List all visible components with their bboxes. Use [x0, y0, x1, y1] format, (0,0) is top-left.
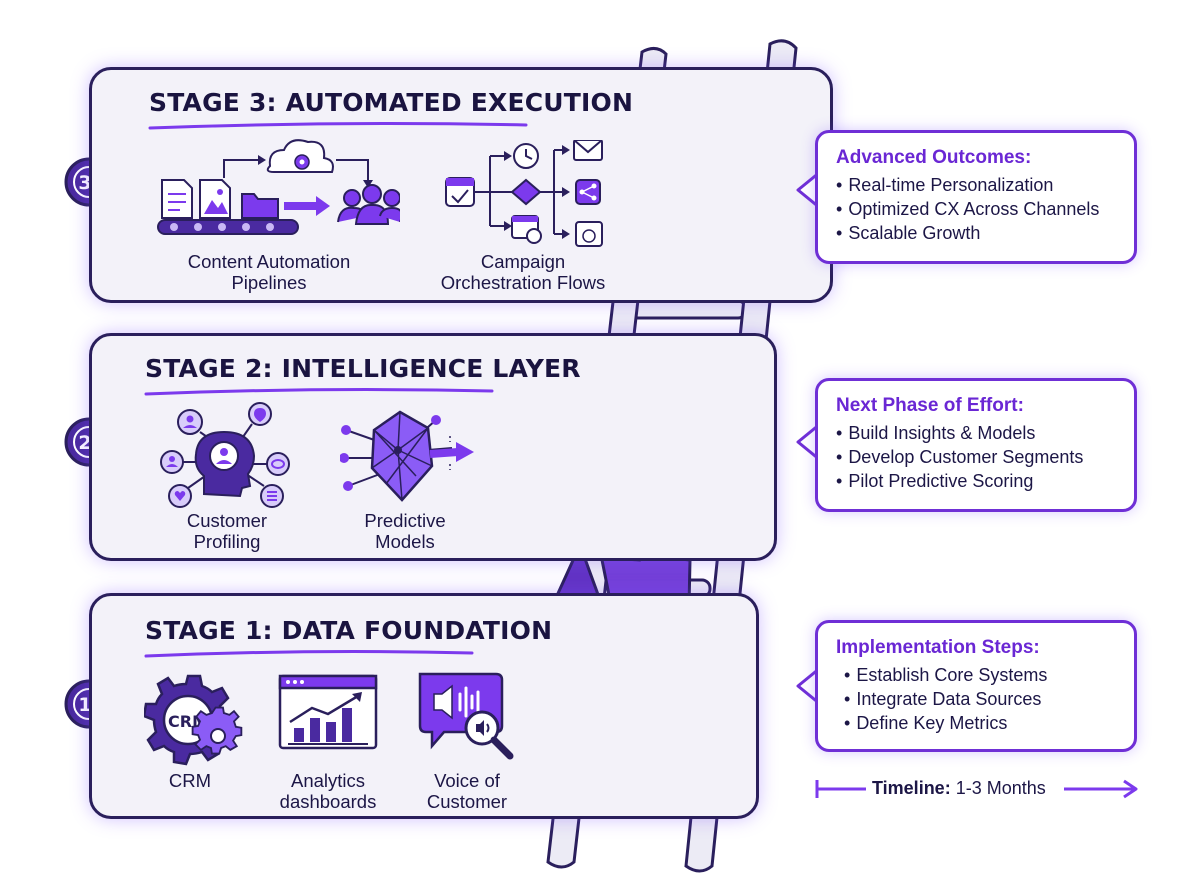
- callout-1-pointer: [796, 170, 820, 210]
- stage-2-title: STAGE 2: INTELLIGENCE LAYER: [145, 354, 581, 383]
- stage-3-panel: STAGE 3: AUTOMATED EXECUTION: [89, 67, 833, 303]
- content-pipeline-icon: [157, 139, 400, 235]
- stage-1-badge-number: 1: [78, 694, 91, 716]
- callout-1-title: Advanced Outcomes:: [836, 147, 1032, 168]
- voice-of-customer-icon: [418, 672, 514, 760]
- stage-3-title: STAGE 3: AUTOMATED EXECUTION: [149, 88, 634, 117]
- callout-1-bullet: Real-time Personalization: [836, 173, 1118, 197]
- stage-1-item-1-label: CRM: [168, 770, 212, 791]
- callout-next-phase: Next Phase of Effort: Build Insights & M…: [815, 378, 1137, 512]
- customer-profile-icon: [160, 402, 290, 508]
- callout-3-pointer: [796, 666, 820, 706]
- callout-1-bullet: Scalable Growth: [836, 221, 1118, 245]
- stage-1-title: STAGE 1: DATA FOUNDATION: [145, 616, 553, 645]
- callout-advanced-outcomes: Advanced Outcomes: Real-time Personaliza…: [815, 130, 1137, 264]
- analytics-dashboard-icon: [278, 674, 378, 750]
- callout-2-pointer: [796, 422, 820, 462]
- crm-gear-icon: CRM: [144, 674, 243, 766]
- stage-3-underline: [148, 122, 528, 130]
- callout-1-bullet: Optimized CX Across Channels: [836, 197, 1118, 221]
- callout-2-bullet: Develop Customer Segments: [836, 445, 1118, 469]
- callout-3-bullet: Define Key Metrics: [844, 711, 1118, 735]
- predictive-model-icon: [340, 410, 474, 502]
- callout-3-list: Establish Core Systems Integrate Data So…: [836, 663, 1118, 735]
- stage-2-badge-number: 2: [78, 432, 91, 454]
- timeline-label: Timeline:: [872, 778, 951, 798]
- stage-1-panel: STAGE 1: DATA FOUNDATION CRM CRM Analyti…: [89, 593, 759, 819]
- callout-2-list: Build Insights & Models Develop Customer…: [836, 421, 1118, 493]
- callout-implementation-steps: Implementation Steps: Establish Core Sys…: [815, 620, 1137, 752]
- callout-2-bullet: Build Insights & Models: [836, 421, 1118, 445]
- callout-2-bullet: Pilot Predictive Scoring: [836, 469, 1118, 493]
- timeline: Timeline: 1-3 Months: [814, 774, 1140, 804]
- stage-2-underline: [144, 388, 494, 396]
- callout-3-title: Implementation Steps:: [836, 637, 1040, 658]
- stage-3-badge-number: 3: [78, 172, 91, 194]
- timeline-text: Timeline: 1-3 Months: [872, 778, 1046, 799]
- callout-3-bullet: Integrate Data Sources: [844, 687, 1118, 711]
- callout-2-title: Next Phase of Effort:: [836, 395, 1024, 416]
- timeline-value: 1-3 Months: [955, 778, 1046, 798]
- orchestration-flow-icon: [445, 140, 603, 247]
- callout-1-list: Real-time Personalization Optimized CX A…: [836, 173, 1118, 245]
- timeline-arrow-icon: [815, 779, 1138, 799]
- stage-1-underline: [144, 650, 474, 658]
- callout-3-bullet: Establish Core Systems: [844, 663, 1118, 687]
